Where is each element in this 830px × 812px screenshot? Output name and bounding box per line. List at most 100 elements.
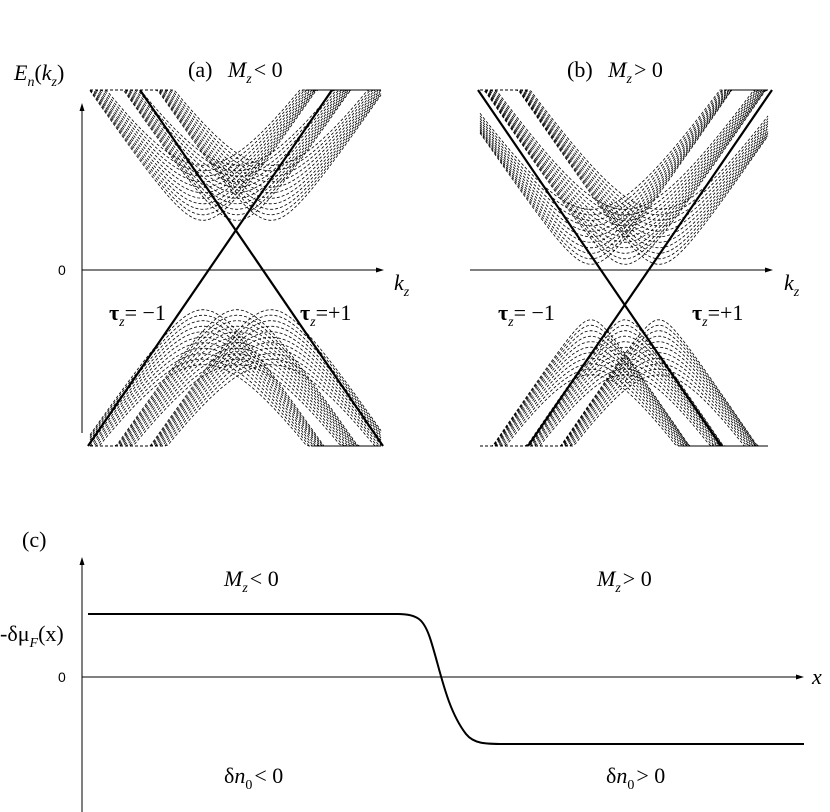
panel-b-tau-right-val: =+1 [708, 300, 744, 325]
panel-b-tau-left-sym: τ [498, 300, 508, 325]
subband-curve [480, 330, 768, 447]
subband-curve [90, 89, 381, 210]
panel-b-x-axis-arrow [765, 267, 773, 273]
subband-curve [480, 89, 769, 249]
panel-c-left-n-rel: < 0 [254, 763, 283, 788]
subband-curve [90, 89, 382, 205]
subband-curve [479, 89, 768, 265]
panel-c-right-n: δn0> 0 [606, 763, 665, 793]
subband-curve [479, 89, 768, 249]
panel-a-label: (a) [188, 57, 212, 82]
subband-curve [90, 364, 381, 447]
panel-a-bands [89, 89, 382, 447]
panel-a-chiral-band-right [139, 89, 384, 447]
panel-b-tau-left-val: = −1 [514, 300, 555, 325]
subband-curve [480, 89, 768, 232]
panel-a-x-z: z [403, 285, 410, 300]
panel-a-m-symbol: M [227, 57, 248, 82]
panel-a-title: (a) Mz< 0 [188, 57, 283, 87]
panel-a-tau-left-val: = −1 [125, 300, 166, 325]
subband-curve [480, 330, 768, 447]
panel-b-tau-right: τz=+1 [692, 300, 743, 330]
panel-c-right-m: Mz> 0 [596, 566, 652, 596]
subband-curve [90, 325, 381, 447]
subband-curve [480, 89, 769, 254]
subband-curve [90, 364, 381, 447]
subband-curve [480, 89, 769, 210]
panel-a-y-label: En(kz) [13, 60, 64, 90]
subband-curve [480, 330, 768, 447]
subband-curve [90, 353, 382, 447]
subband-curve [480, 346, 768, 447]
subband-curve [480, 89, 769, 260]
panel-a-y-z: z [51, 75, 58, 90]
subband-curve [480, 89, 769, 232]
subband-curve [90, 89, 381, 188]
panel-c-left-n: δn0< 0 [224, 763, 283, 793]
subband-curve [479, 89, 768, 243]
subband-curve [90, 89, 381, 194]
panel-b-chiral-band-left [527, 89, 773, 447]
subband-curve [480, 89, 768, 221]
subband-curve [479, 89, 768, 260]
subband-curve [90, 89, 381, 183]
subband-curve [480, 89, 769, 227]
subband-curve [90, 89, 381, 199]
subband-curve [480, 89, 768, 227]
panel-b-m-sub: z [625, 72, 632, 87]
panel-a-tau-right-sub: z [309, 315, 316, 330]
subband-curve [480, 346, 768, 447]
subband-curve [90, 320, 381, 447]
subband-curve [90, 89, 381, 205]
panel-c-zero-label: 0 [58, 669, 66, 685]
panel-c-x-label: x [811, 664, 822, 689]
panel-a-m-sub: z [245, 72, 252, 87]
subband-curve [479, 89, 768, 232]
subband-curve [90, 89, 381, 199]
subband-curve [90, 320, 382, 447]
subband-curve [480, 89, 768, 210]
panel-c-chemical-potential-curve [88, 613, 804, 745]
panel-a: (a) Mz< 0 En(kz) 0 kz τz= −1 τz=+1 [13, 57, 410, 447]
panel-b-x-label: kz [784, 270, 800, 300]
panel-c-left-m-sym: M [223, 566, 244, 591]
subband-curve [480, 89, 768, 249]
subband-curve [90, 336, 381, 447]
panel-b-tau-left: τz= −1 [498, 300, 555, 330]
panel-a-tau-right: τz=+1 [300, 300, 351, 330]
subband-curve [480, 319, 768, 447]
panel-c-y-axis-arrow [79, 557, 85, 565]
subband-curve [480, 89, 769, 265]
panel-c-label: (c) [22, 527, 46, 552]
subband-curve [90, 89, 381, 166]
subband-curve [90, 314, 381, 447]
panel-b-label: (b) [567, 57, 593, 82]
subband-curve [90, 89, 381, 183]
panel-c: (c) -δμF(x) 0 x Mz< 0 Mz> 0 δn0< 0 δn0> … [0, 527, 822, 812]
subband-curve [90, 89, 382, 194]
panel-a-tau-left-sub: z [118, 315, 125, 330]
subband-curve [479, 89, 768, 227]
subband-curve [480, 89, 769, 260]
panel-c-x-axis-arrow [796, 674, 804, 680]
subband-curve [480, 324, 768, 447]
subband-curve [479, 89, 768, 210]
panel-a-y-k: k [42, 60, 53, 85]
panel-c-y-post: (x) [38, 621, 64, 646]
subband-curve [480, 89, 768, 216]
panel-c-right-n-sub: 0 [627, 778, 634, 793]
subband-curve [480, 89, 768, 238]
panel-c-right-n-pre: δ [606, 763, 616, 788]
subband-curve [480, 341, 768, 447]
subband-curve [90, 353, 381, 447]
panel-c-right-m-sym: M [596, 566, 617, 591]
panel-b-relation: > 0 [634, 57, 663, 82]
panel-a-relation: < 0 [254, 57, 283, 82]
subband-curve [479, 89, 768, 221]
subband-curve [90, 89, 381, 194]
panel-c-right-m-sub: z [614, 581, 621, 596]
subband-curve [90, 89, 381, 177]
subband-curve [480, 324, 768, 447]
subband-curve [90, 358, 381, 447]
subband-curve [480, 352, 768, 447]
